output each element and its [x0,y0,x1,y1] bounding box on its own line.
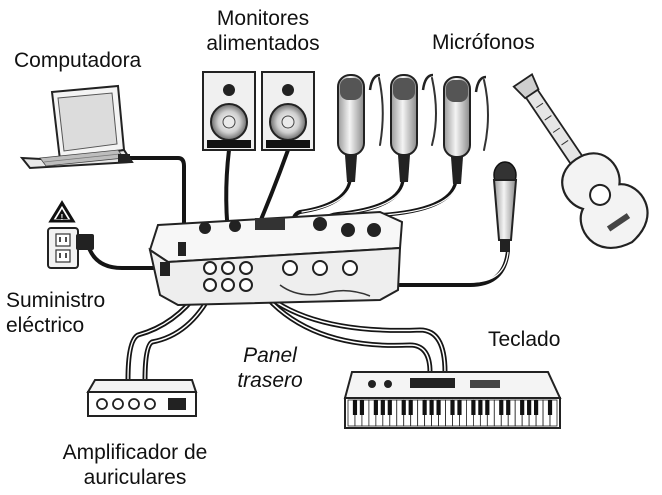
black-key [401,400,406,415]
black-key [408,400,413,415]
black-key [520,400,525,415]
black-key [527,400,532,415]
label-headphone-amp-line1: Amplificador de [62,441,208,464]
label-rear-panel-line1: Panel [243,344,297,367]
black-key [352,400,358,415]
microphone-3 [443,75,487,184]
microphone-1 [337,73,381,182]
black-key [429,400,434,415]
keyboard-synth-icon [343,371,562,429]
laptop-icon [19,84,134,170]
black-key [436,400,441,415]
warning-icon: ! [48,200,76,223]
black-key [506,400,511,415]
label-monitors: Monitores alimentados [188,6,338,56]
label-headphone-amp-line2: auriculares [83,466,187,489]
microphone-2 [390,73,434,182]
keyboard-keys [347,399,558,427]
label-monitors-line2: alimentados [206,32,320,55]
label-microphones: Micrófonos [432,31,535,54]
usb-cable [126,156,186,237]
label-power: Suministro eléctrico [6,288,105,338]
cables [86,77,510,383]
label-monitors-line1: Monitores [216,7,310,30]
studio-monitor-icon [202,71,315,151]
black-key [499,400,504,415]
label-rear-panel: Panel trasero [220,343,320,393]
power-outlet-icon [47,227,94,269]
black-key [373,400,378,415]
mixer-icon [148,210,404,307]
handheld-mic-cable [398,248,510,287]
svg-text:!: ! [61,213,64,222]
headphone-amplifier-icon [86,379,198,417]
black-key [534,400,539,415]
condenser-microphone-icon [337,73,487,184]
black-key [547,400,553,415]
black-key [485,400,490,415]
label-keyboard: Teclado [488,328,561,351]
label-power-line1: Suministro [6,289,106,312]
black-key [380,400,385,415]
label-rear-panel-line2: trasero [237,369,303,392]
black-key [457,400,462,415]
black-key [478,400,483,415]
black-key [422,400,427,415]
label-power-line2: eléctrico [6,314,85,337]
acoustic-guitar-icon [512,73,649,249]
label-computer: Computadora [14,49,142,72]
label-headphone-amp: Amplificador de auriculares [20,440,250,490]
black-key [359,400,365,415]
black-key [450,400,455,415]
monitor-left [202,71,256,151]
monitor-right [261,71,315,151]
black-key [471,400,476,415]
dynamic-microphone-icon [492,161,518,252]
black-key [387,400,392,415]
